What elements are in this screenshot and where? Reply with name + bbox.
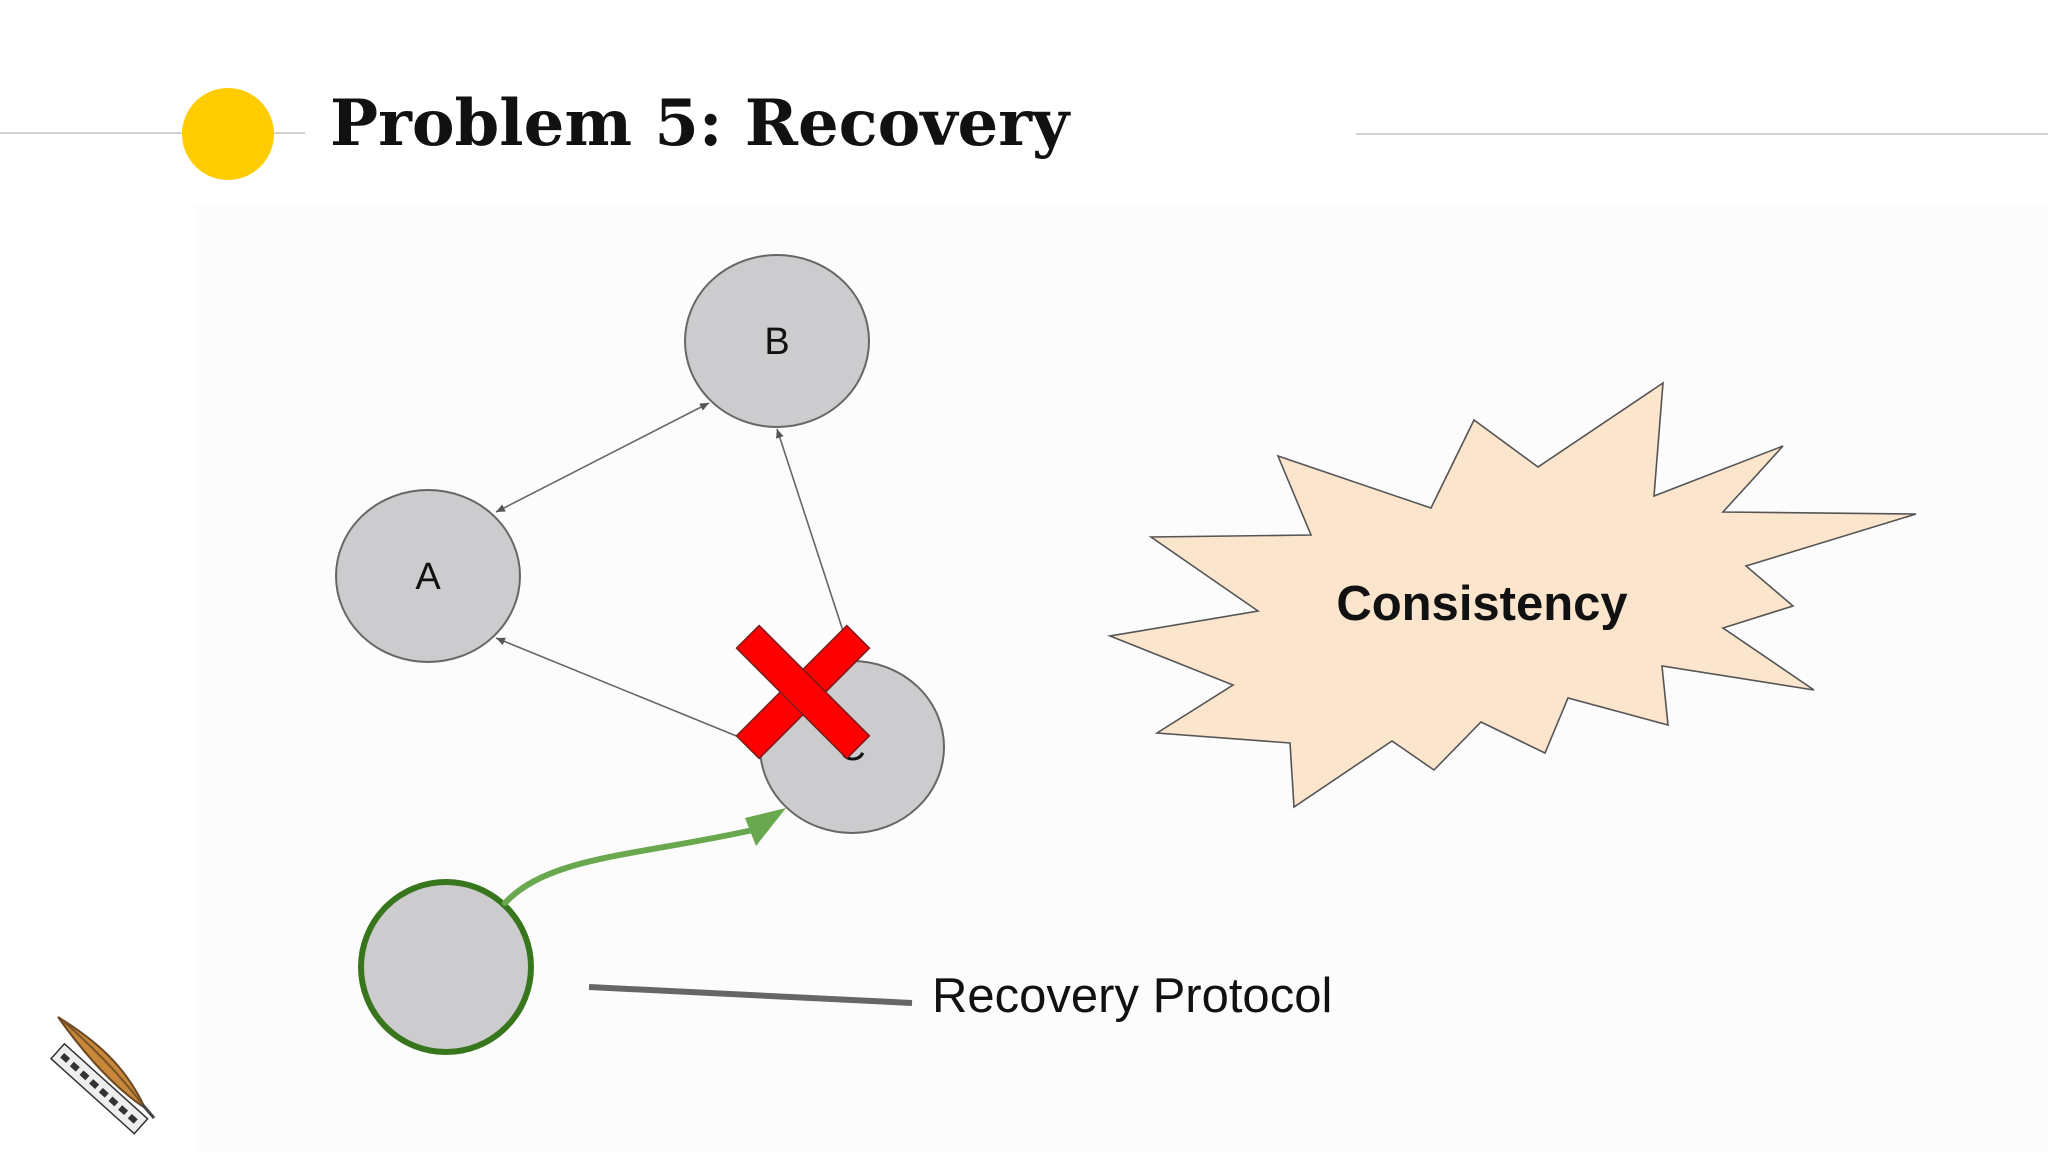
page-title: Problem 5: Recovery [330,86,1070,161]
edge-a-c [495,637,762,747]
edge-a-b [495,402,710,513]
node-a-label: A [415,556,441,598]
red-x-icon [735,624,871,760]
feather-logo-icon [49,1016,156,1135]
callout-line [588,984,913,1006]
burst-label: Consistency [1336,577,1627,631]
callout-label: Recovery Protocol [932,969,1332,1023]
recovery-arrow-head [745,808,786,846]
node-b-label: B [764,321,789,363]
consistency-burst [1107,381,1917,809]
edge-c-b [775,428,846,638]
node-a: A [335,489,521,663]
yellow-dot-icon [182,88,274,180]
recovery-arrow [502,825,765,906]
recovering-node [358,879,534,1055]
node-b: B [684,254,870,428]
